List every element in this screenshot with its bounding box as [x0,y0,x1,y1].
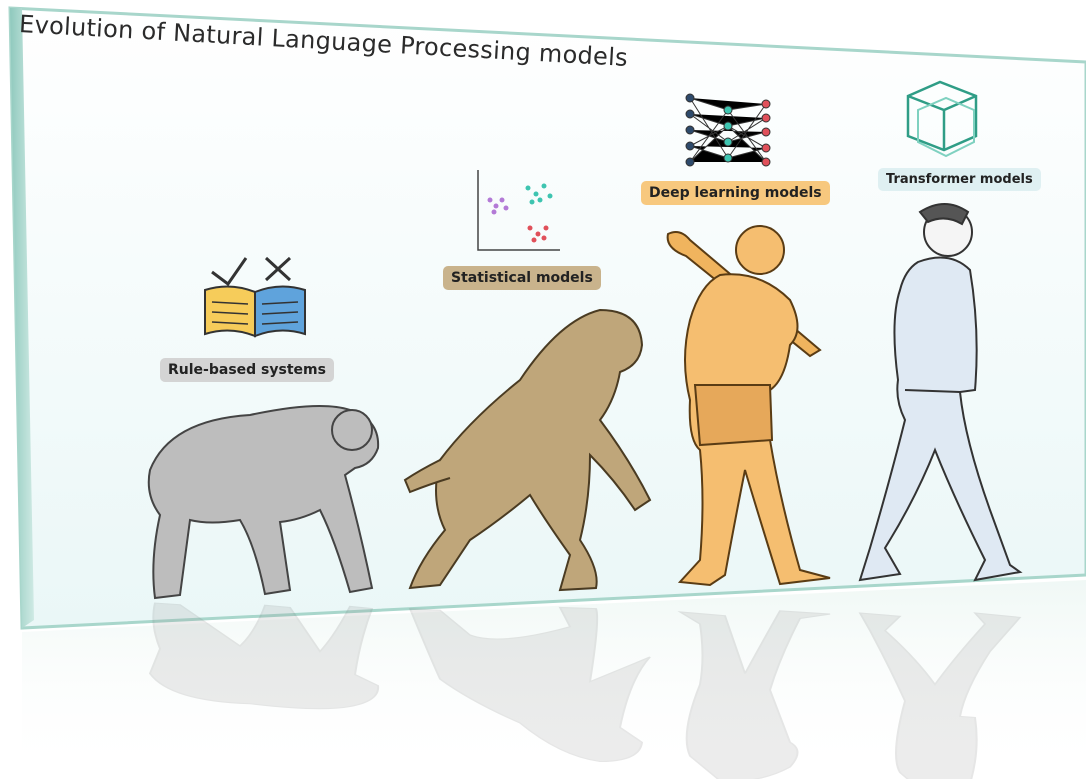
label-deep-learning-models: Deep learning models [641,181,830,205]
book-check-cross-icon [204,256,306,338]
reflection [148,602,1022,779]
chimpanzee-figure [147,405,380,600]
cube-icon [906,80,978,158]
modern-man-figure [858,203,1023,582]
label-rule-based-systems: Rule-based systems [160,358,334,382]
early-hominid-figure [403,308,652,592]
caveman-figure [666,225,831,587]
neural-network-icon [685,93,771,167]
label-transformer-models: Transformer models [878,168,1041,191]
label-statistical-models: Statistical models [443,266,601,290]
scatter-plot-icon [477,170,560,251]
